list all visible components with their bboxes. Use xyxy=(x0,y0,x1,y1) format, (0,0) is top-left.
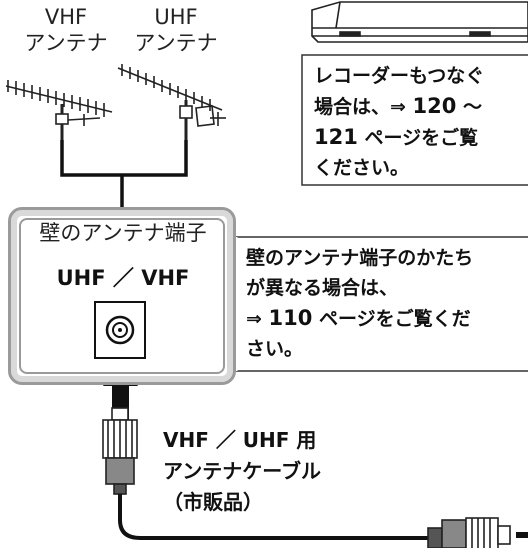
wall-terminal-title: 壁のアンテナ端子 xyxy=(39,221,207,245)
wall-note-line3: ⇒ 110 ページをご覧くだ xyxy=(246,306,471,330)
recorder-note-line4: ください。 xyxy=(314,157,410,179)
recorder-note: レコーダーもつなぐ 場合は、⇒ 120 ～ 121 ページをご覧 ください。 xyxy=(314,61,484,183)
uhf-antenna-label: UHF アンテナ xyxy=(118,4,234,56)
recorder-note-line1: レコーダーもつなぐ xyxy=(314,65,485,87)
wall-note-callout-box xyxy=(234,236,528,372)
vhf-antenna-label-line1: VHF xyxy=(44,5,88,29)
vhf-antenna-label-line2: アンテナ xyxy=(24,31,108,55)
recorder-note-line2: 場合は、⇒ 120 ～ xyxy=(314,94,483,118)
recorder-note-page-link-end[interactable]: 121 xyxy=(314,125,358,149)
antenna-cable xyxy=(118,494,440,540)
wall-terminal-frame xyxy=(19,218,225,374)
wall-note-line4: さい。 xyxy=(246,338,304,360)
recorder-note-line3: 121 ページをご覧 xyxy=(314,125,479,149)
recorder-callout-box xyxy=(301,40,528,186)
vhf-antenna-icon xyxy=(5,80,113,140)
wall-note-page-link[interactable]: 110 xyxy=(268,306,313,330)
wall-terminal-subtitle: UHF ／ VHF xyxy=(56,266,190,290)
uhf-antenna-label-line1: UHF xyxy=(154,5,198,29)
antenna-feed-wire xyxy=(60,140,188,207)
vhf-antenna-label: VHF アンテナ xyxy=(8,4,124,56)
recorder-note-page-link-start[interactable]: 120 xyxy=(412,94,457,118)
wall-note-line1: 壁のアンテナ端子のかたち xyxy=(246,247,474,269)
wall-note: 壁のアンテナ端子のかたち が異なる場合は、 ⇒ 110 ページをご覧くだ さい。 xyxy=(246,243,473,364)
antenna-plug-left-icon xyxy=(102,407,138,495)
cable-label-line2: アンテナケーブル xyxy=(163,459,321,483)
recorder-device-icon xyxy=(311,1,528,43)
antenna-plug-right-icon xyxy=(427,517,528,548)
cable-label-line3: （市販品） xyxy=(163,490,263,514)
uhf-antenna-icon xyxy=(117,64,226,140)
wall-note-line2: が異なる場合は、 xyxy=(246,277,399,299)
cable-label-line1: VHF ／ UHF 用 xyxy=(163,428,317,452)
uhf-antenna-label-line2: アンテナ xyxy=(134,31,218,55)
cable-label: VHF ／ UHF 用 アンテナケーブル （市販品） xyxy=(163,425,321,518)
